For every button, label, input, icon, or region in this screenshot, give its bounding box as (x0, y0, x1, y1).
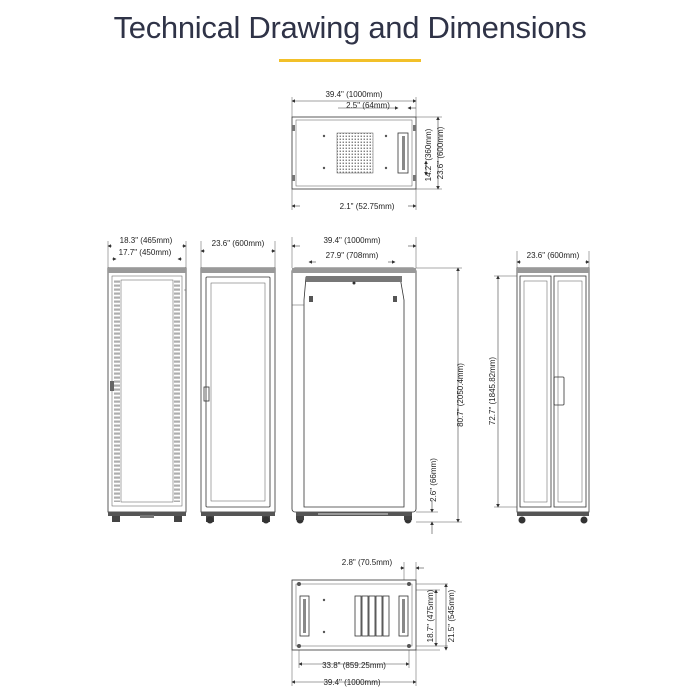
bottom-depth-label: 21.5" (545mm) (447, 589, 456, 642)
bottom-slot-right (398, 595, 409, 637)
rear-door-opening (303, 276, 405, 508)
bottom-view: 2.8" (70.5mm) 18.7" (475mm) 21.5" (545mm… (291, 558, 456, 687)
top-inset-label: 2.5" (64mm) (346, 101, 390, 110)
rear-view: 39.4" (1000mm) 27.9" (708mm) 80.7" (2050… (291, 236, 465, 534)
title-underline (279, 59, 421, 62)
side-inner-label: 17.7" (450mm) (119, 248, 172, 257)
top-view: 39.4" (1000mm) 2.5" (64mm) 14.2" (360mm)… (291, 90, 445, 211)
side-view: 18.3" (465mm) 17.7" (450mm) (107, 236, 187, 522)
top-view-outline (291, 116, 417, 190)
top-vent-grid (336, 132, 374, 174)
side-rail-left (114, 280, 120, 502)
rear-frame (291, 267, 417, 513)
top-cable-slot (397, 132, 409, 174)
front-view: 23.6" (600mm) (200, 239, 276, 524)
side-outer-label: 18.3" (465mm) (120, 236, 173, 245)
bottom-offset-label: 2.8" (70.5mm) (342, 558, 393, 567)
rear-inner-width-label: 27.9" (708mm) (326, 251, 379, 260)
front-door-handle (203, 386, 210, 402)
page-title: Technical Drawing and Dimensions (113, 10, 587, 45)
front-frame (200, 267, 276, 513)
door-right-panel (553, 275, 587, 508)
rear-foot-label: 2.6" (66mm) (429, 458, 438, 502)
door-left-panel (519, 275, 552, 508)
top-depth-inner-label: 14.2" (360mm) (424, 128, 433, 181)
top-width-label: 39.4" (1000mm) (325, 90, 382, 99)
door-height-label: 72.7" (1845.82mm) (488, 357, 497, 426)
side-rail-right (174, 280, 180, 502)
bottom-slot-left (299, 595, 310, 637)
door-view: 23.6" (600mm) 72.7" (1845.82mm) (488, 251, 590, 524)
door-handle (553, 376, 565, 406)
bottom-depth-inner-label: 18.7" (475mm) (426, 589, 435, 642)
bottom-inner-width-label: 33.8" (859.25mm) (322, 661, 386, 670)
top-depth-label: 23.6" (600mm) (436, 126, 445, 179)
door-frame (516, 267, 590, 513)
top-offset-label: 2.1" (52.75mm) (340, 202, 395, 211)
front-door (205, 276, 271, 508)
rear-width-label: 39.4" (1000mm) (323, 236, 380, 245)
rear-height-label: 80.7" (2050.4mm) (456, 363, 465, 427)
bottom-width-label: 39.4" (1000mm) (323, 678, 380, 687)
door-width-label: 23.6" (600mm) (527, 251, 580, 260)
front-width-label: 23.6" (600mm) (212, 239, 265, 248)
bottom-view-outline (291, 579, 417, 651)
bottom-knockout-plates (354, 595, 390, 637)
